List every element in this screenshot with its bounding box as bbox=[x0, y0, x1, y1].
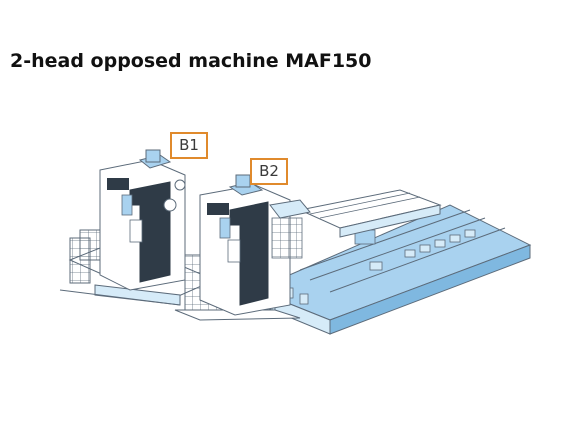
head-b2 bbox=[174, 174, 311, 321]
machine-bed bbox=[253, 204, 532, 335]
b1-label: B1 bbox=[170, 132, 208, 159]
walkway bbox=[59, 237, 181, 306]
overhead-beam bbox=[298, 189, 442, 238]
b2-label: B2 bbox=[250, 158, 288, 185]
page-title: 2-head opposed machine MAF150 bbox=[10, 50, 372, 72]
